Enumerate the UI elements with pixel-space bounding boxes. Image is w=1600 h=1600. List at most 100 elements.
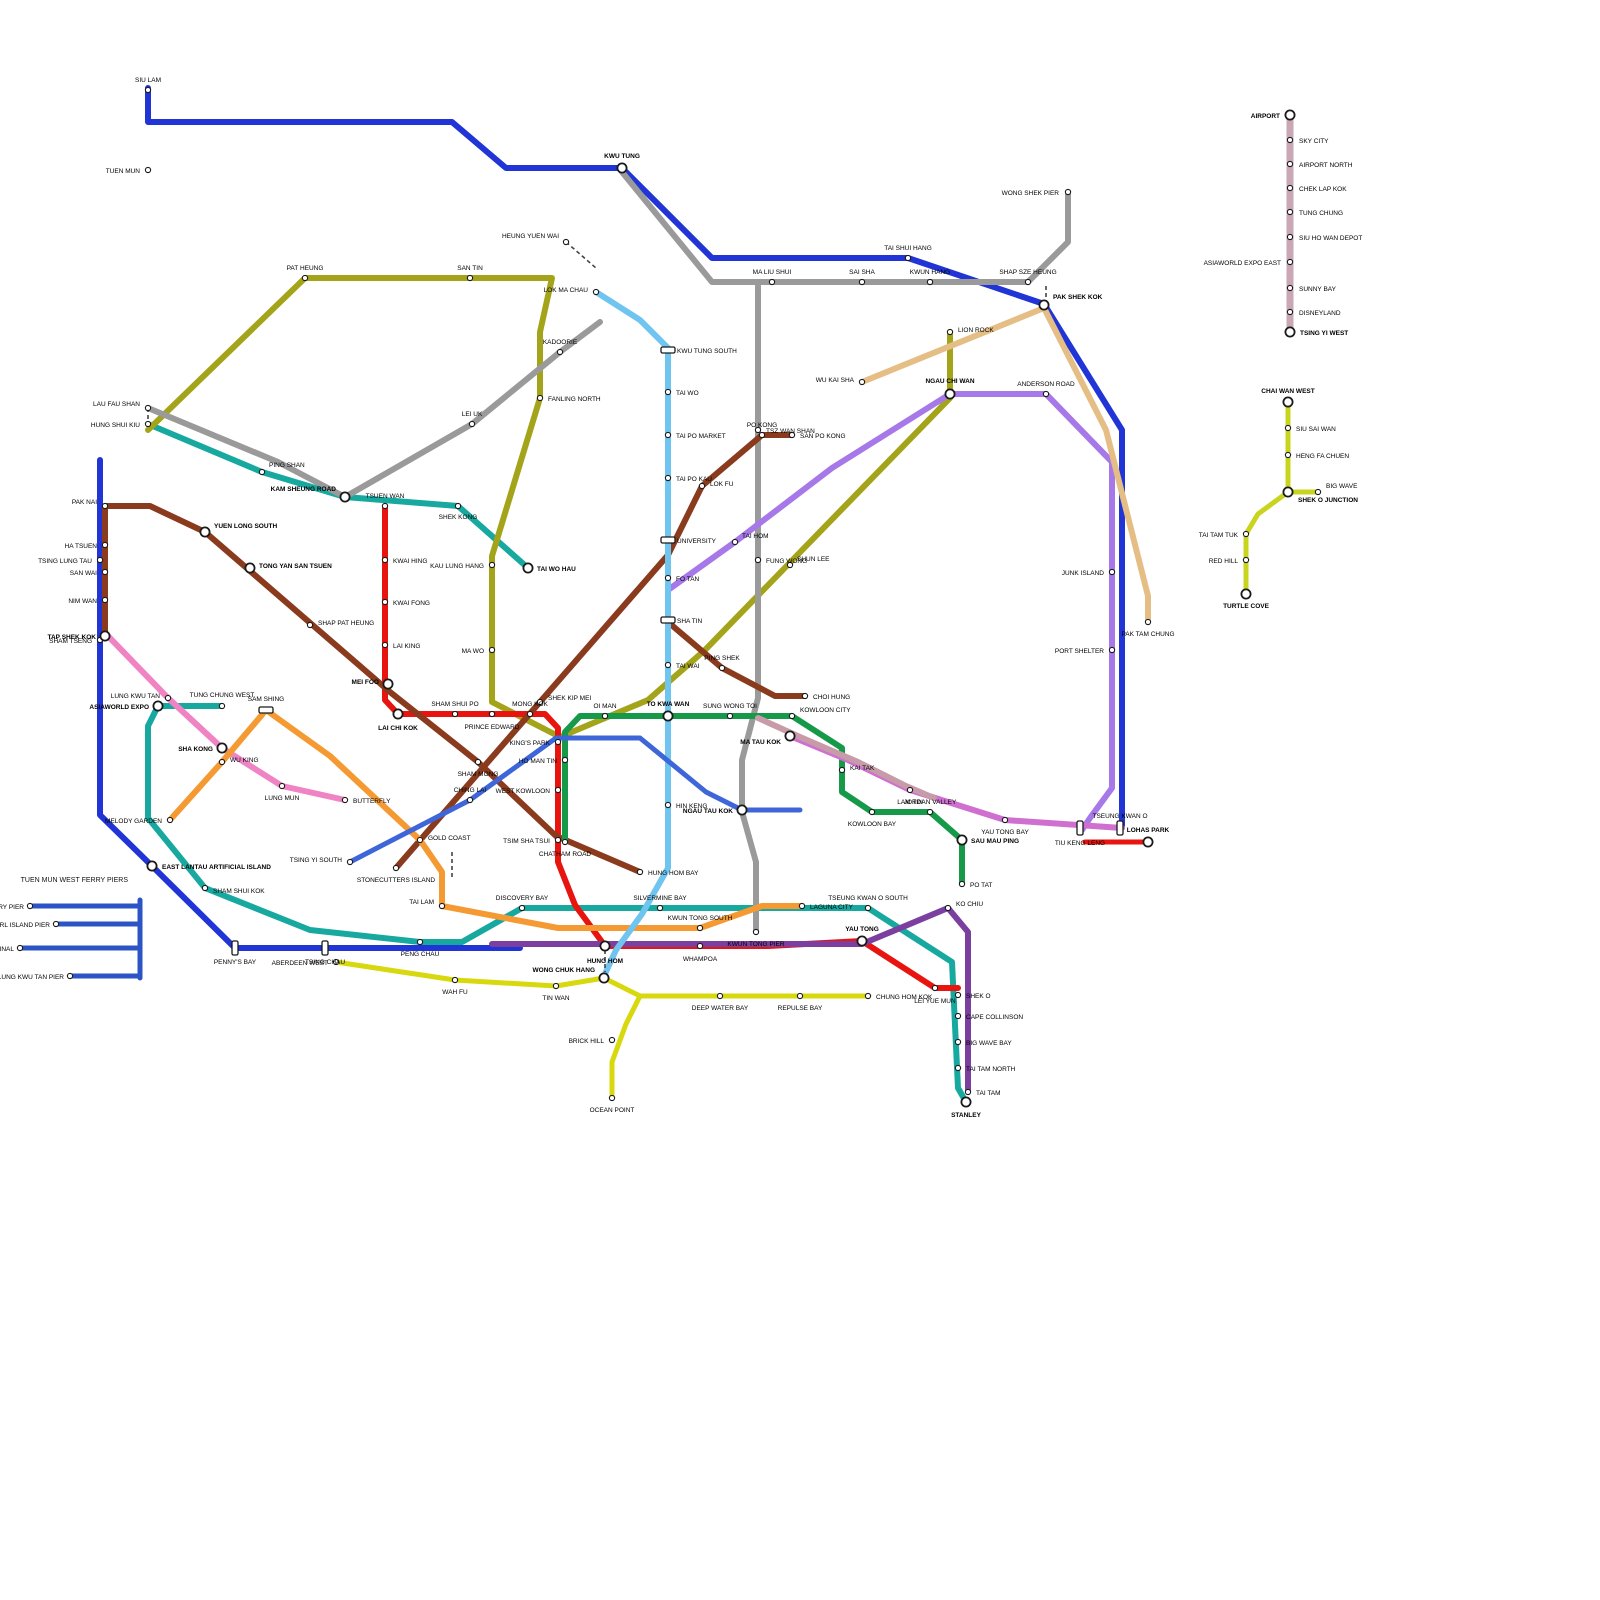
station-tseung-kwan-o-south[interactable] (864, 904, 872, 912)
station-anderson-road[interactable] (1042, 390, 1050, 398)
station-mei-foo[interactable] (382, 678, 394, 690)
station-port-shelter[interactable] (1108, 646, 1116, 654)
station-siu-lam[interactable] (144, 86, 152, 94)
station-kwai-hing[interactable] (381, 556, 389, 564)
station-sunny-bay[interactable] (1286, 284, 1294, 292)
station-lung-kwu-tan[interactable] (164, 694, 172, 702)
station-kai-tak[interactable] (838, 766, 846, 774)
station-tai-hom[interactable] (731, 538, 739, 546)
station-jordan-valley[interactable] (926, 808, 934, 816)
station-asiaworld-expo-east[interactable] (1286, 258, 1294, 266)
station-ma-tau-kok[interactable] (784, 730, 796, 742)
station-lok-fu[interactable] (698, 482, 706, 490)
station-lau-fau-shan[interactable] (144, 404, 152, 412)
station-oi-man[interactable] (601, 712, 609, 720)
station-shap-pat-heung[interactable] (306, 621, 314, 629)
station-sham-shui-kok[interactable] (201, 884, 209, 892)
station-ho-man-tin[interactable] (561, 756, 569, 764)
station-laguna-city[interactable] (798, 902, 806, 910)
station-ching-lai[interactable] (466, 796, 474, 804)
station-tai-wo[interactable] (664, 388, 672, 396)
station-tai-tam-tuk[interactable] (1242, 530, 1250, 538)
station-tiu-keng-leng[interactable] (1076, 820, 1084, 836)
station-gold-coast[interactable] (416, 836, 424, 844)
station-tai-tam-north[interactable] (954, 1064, 962, 1072)
station-pak-tam-chung[interactable] (1144, 618, 1152, 626)
station-discovery-bay[interactable] (518, 904, 526, 912)
station-to-kwa-wan[interactable] (662, 710, 674, 722)
station-lok-ma-chau[interactable] (592, 288, 600, 296)
station-tai-po-market[interactable] (664, 431, 672, 439)
station-sam-shing[interactable] (258, 706, 274, 714)
station-ping-shan[interactable] (258, 468, 266, 476)
station-pak-nai[interactable] (101, 502, 109, 510)
station-sai-sha[interactable] (858, 278, 866, 286)
station-asiaworld-expo[interactable] (152, 700, 164, 712)
station-lei-uk[interactable] (468, 420, 476, 428)
station-chek-lap-kok[interactable] (1286, 184, 1294, 192)
station-kowloon-bay[interactable] (868, 808, 876, 816)
station-kwun-tong-pier[interactable] (752, 928, 760, 936)
station-chung-hom-kok[interactable] (864, 992, 872, 1000)
station-yuen-long-south[interactable] (199, 526, 211, 538)
station-tai-wai[interactable] (664, 661, 672, 669)
station-turtle-cove[interactable] (1240, 588, 1252, 600)
station-san-tin[interactable] (466, 274, 474, 282)
station-sham-mong[interactable] (474, 758, 482, 766)
station-po-tat[interactable] (958, 880, 966, 888)
station-lam-tin[interactable] (906, 786, 914, 794)
station-mong-kok[interactable] (526, 710, 534, 718)
station-tai-shui-hang[interactable] (904, 254, 912, 262)
station-airport[interactable] (1284, 109, 1296, 121)
station-repulse-bay[interactable] (796, 992, 804, 1000)
station-big-wave-bay[interactable] (954, 1038, 962, 1046)
station-heng-fa-chuen[interactable] (1284, 451, 1292, 459)
station-kwun-hang[interactable] (926, 278, 934, 286)
station-heung-yuen-wai[interactable] (562, 238, 570, 246)
station-sky-city[interactable] (1286, 136, 1294, 144)
station-wah-fu[interactable] (451, 976, 459, 984)
station-shek-kip-mei[interactable] (536, 698, 544, 706)
station-nim-wan[interactable] (101, 596, 109, 604)
station-castle-peak-ferry-terminal[interactable] (16, 944, 24, 952)
station-shek-kong[interactable] (454, 502, 462, 510)
station-hung-shui-kiu[interactable] (144, 420, 152, 428)
station-kwu-tung-south[interactable] (660, 346, 676, 354)
station-chai-wan-west[interactable] (1282, 396, 1294, 408)
station-kam-sheung-road[interactable] (339, 491, 351, 503)
station-king-s-park[interactable] (554, 738, 562, 746)
station-university[interactable] (660, 536, 676, 544)
station-prince-edward[interactable] (488, 710, 496, 718)
station-sung-wong-toi[interactable] (726, 712, 734, 720)
station-junk-island[interactable] (1108, 568, 1116, 576)
station-ngau-tau-kok[interactable] (736, 804, 748, 816)
station-ocean-point[interactable] (608, 1094, 616, 1102)
station-chatham-road[interactable] (561, 838, 569, 846)
station-fo-tan[interactable] (664, 574, 672, 582)
station-ha-tsuen[interactable] (101, 541, 109, 549)
station-red-hill[interactable] (1242, 556, 1250, 564)
station-tai-po-kau[interactable] (664, 474, 672, 482)
station-lion-rock[interactable] (946, 328, 954, 336)
station-yau-tong-bay[interactable] (1001, 816, 1009, 824)
station-tsing-yi-west[interactable] (1284, 326, 1296, 338)
station-disneyland[interactable] (1286, 308, 1294, 316)
station-tap-shek-kok[interactable] (99, 630, 111, 642)
station-hung-hom[interactable] (599, 940, 611, 952)
station-sha-kong[interactable] (216, 742, 228, 754)
station-tuen-mun-ferry-pier[interactable] (26, 902, 34, 910)
station-tung-chung[interactable] (1286, 208, 1294, 216)
station-tung-chung-west[interactable] (218, 702, 226, 710)
station-fanling-north[interactable] (536, 394, 544, 402)
station-ma-wo[interactable] (488, 646, 496, 654)
station-shek-o[interactable] (954, 991, 962, 999)
station-tsz-wan-shan[interactable] (754, 426, 762, 434)
station-kau-lung-hang[interactable] (488, 561, 496, 569)
station-tuen-mun[interactable] (144, 166, 152, 174)
station-lohas-park[interactable] (1142, 836, 1154, 848)
station-shek-o-junction[interactable] (1282, 486, 1294, 498)
station-kadoorie[interactable] (556, 348, 564, 356)
station-tsing-yi-south[interactable] (346, 858, 354, 866)
station-shap-sze-heung[interactable] (1024, 278, 1032, 286)
station-tai-lam[interactable] (438, 902, 446, 910)
